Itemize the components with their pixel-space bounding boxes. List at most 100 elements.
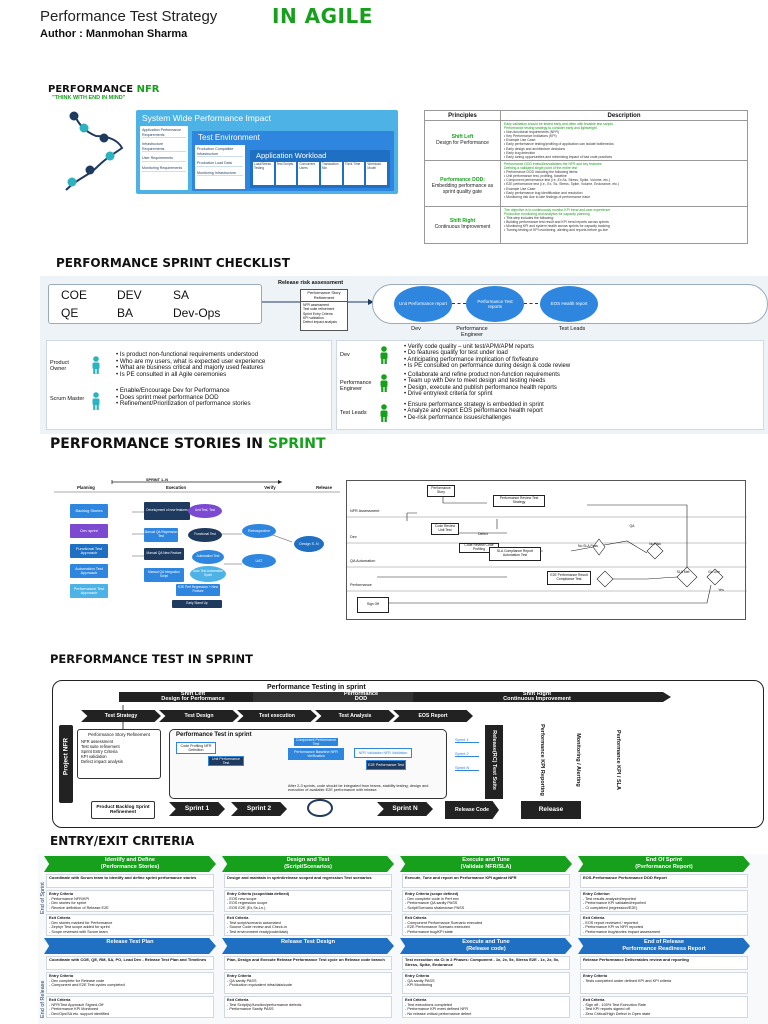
sprint-side-label: Sprint 1	[455, 737, 479, 743]
criteria-column-header: End Of Sprint(Performance Report)	[578, 856, 750, 872]
description-line: • Early performance bug identification a…	[504, 190, 583, 195]
description-line: • Early performance testing/profiling of…	[504, 142, 614, 147]
phase-chevron: Test execution	[237, 710, 317, 722]
principle-name: Performance DOD:	[440, 177, 485, 183]
criteria-column-title: Design and Test	[286, 857, 330, 863]
person-icon	[380, 404, 388, 422]
role-item: • Collaborate and refine product non-fun…	[404, 372, 560, 378]
role-qe: QE	[61, 306, 79, 320]
phase-chevron-label: Test Analysis	[338, 713, 372, 719]
flow-node: Code Review Unit Test	[431, 523, 459, 535]
story-refinement-panel: Performance Story Refinement NFR assessm…	[77, 729, 161, 779]
description-line: • Turning testing of KPI monitoring, ale…	[504, 228, 608, 233]
release-note: NFR assessment	[303, 303, 330, 308]
criteria-column-subtitle: (Release code)	[466, 945, 506, 952]
system-impact-label: System Wide Performance Impact	[142, 113, 271, 123]
exit-criteria-line: - Performance KPI meet defined NFR	[405, 1007, 469, 1012]
report-bubble-label: Unit Performance report	[398, 301, 448, 307]
flow-lane-label: NFR Assessment	[350, 509, 380, 513]
sprint-range-head	[278, 480, 282, 484]
criteria-column-subtitle: (Script/Scenarios)	[284, 863, 332, 870]
flow-node-label: SLA Compliance Report Automation Test	[496, 549, 534, 557]
nfr-timeline-graphic	[65, 111, 124, 191]
role-items: • Verify code quality – unit test/APM/AP…	[404, 344, 762, 370]
phase-chevron: Test Strategy	[81, 710, 161, 722]
exit-criteria-box: Exit Criteria- EOS report reviewed / rep…	[580, 914, 748, 936]
stories-heading: PERFORMANCE STORIES IN SPRINT	[50, 436, 326, 452]
sprint-side-label: Sprint 2	[455, 751, 479, 757]
exit-criteria-line: - Test Script(s)/function/performance de…	[227, 1002, 302, 1007]
vertical-report-bar: Performance KPI Reporting	[533, 724, 549, 799]
vertical-report-label: Monitoring / Alerting	[575, 733, 581, 787]
execution-node: Manual QA New Feature	[144, 548, 184, 560]
lane-column-header: Release	[316, 485, 332, 490]
exit-criteria-line: - Test script/scenario automated	[227, 920, 281, 925]
title-accent: IN AGILE	[272, 4, 373, 28]
release-node-label: Design S..N	[299, 542, 319, 546]
role-name: Test Leads	[340, 410, 367, 416]
exit-criteria-line: - Source Code review and Check-in	[227, 925, 287, 930]
sprint-side-label: Sprint N	[455, 765, 479, 771]
role-item: • Verify code quality – unit test/APM/AP…	[404, 344, 534, 350]
exit-criteria-line: - E2E Performance Scenario executed	[405, 925, 470, 930]
bubble-arrow	[524, 303, 538, 304]
sprint-test-node-label: Component Performance Test	[295, 738, 337, 746]
exit-criteria-line: - Performance KPI vs NFR reported	[583, 925, 644, 930]
exit-criteria-line: Exit Criteria	[583, 998, 605, 1002]
flow-lane-label: Dev	[350, 535, 357, 539]
entry-criteria-line: - Receive definition of Release E2E	[49, 905, 109, 910]
execution-node-label: Manual QA Integration Script	[148, 570, 180, 578]
description-line: Performance DOD embodies/validates the N…	[504, 162, 602, 166]
flow-node: Yes	[711, 588, 731, 593]
flow-node-label: Yes	[718, 588, 724, 592]
description-line: • Example Use Case:	[504, 186, 537, 191]
flow-node-label: QA	[629, 524, 635, 528]
execution-node: Manual QA Integration Script	[144, 568, 184, 582]
environment-item: Monitoring Infrastructure	[197, 171, 243, 177]
report-role-label: Performance Engineer	[456, 326, 488, 338]
exit-criteria-line: - Dev/Ops/SA etc. support identified	[49, 1011, 110, 1016]
entry-criteria-line: Entry Criteria (scope/data defined)	[227, 892, 290, 896]
execution-node-label: Early Stand Up	[186, 601, 208, 606]
role-item: • Drive entry/exit criteria for sprint	[404, 391, 493, 398]
criteria-summary: Execute, Tune and report on Performance …	[402, 874, 570, 888]
execution-node: Functional Test	[188, 528, 222, 542]
exit-criteria-line: Exit Criteria	[227, 916, 249, 920]
role-item: • De-risk performance issues/challenges	[404, 414, 512, 421]
entry-criteria-box: Entry Criterion- Test results analyzed/r…	[580, 890, 748, 912]
vertical-report-bar: Release(RC) Test Suite	[485, 725, 503, 799]
sprint-chevron-label: Sprint 2	[246, 805, 272, 812]
principles-header-row: Principles Description	[425, 111, 747, 121]
execution-node: Early Stand Up	[172, 600, 222, 608]
criteria-column-header: Design and Test(Script/Scenarios)	[222, 856, 394, 872]
phase-chevron-label: Test Design	[184, 713, 214, 719]
execution-node: Manual QA Regression Test	[144, 528, 178, 542]
criteria-column-title: Release Test Plan	[106, 939, 154, 945]
phase-chevron-label: Test Strategy	[104, 713, 138, 719]
story-refinement-item: NFR assessment	[81, 739, 114, 744]
exit-criteria-line: - No release critical performance defect	[405, 1011, 472, 1016]
planning-node-label: Backlog Stories	[75, 507, 103, 513]
entry-criteria-line: - Dev stories for sprint	[49, 901, 87, 906]
story-refinement-item: KPI validation	[81, 754, 107, 759]
entry-criteria-line: - Test results analyzed/reported	[583, 896, 636, 901]
principle-name: Shift Right	[449, 218, 476, 224]
criteria-column-header: Release Test Plan	[44, 938, 216, 954]
description-line: • Key Performance Indicators (KPI)	[504, 134, 557, 139]
entry-criteria-line: Entry Criterion	[583, 892, 610, 896]
sprint-cycle-icon	[307, 799, 333, 817]
vertical-report-label: Performance KPI / SLA	[615, 730, 621, 790]
execution-node: Automation Test	[192, 550, 224, 564]
description-col-header: Description	[607, 113, 641, 119]
exit-criteria-line: - Performance bug/stories impact assessm…	[583, 929, 661, 934]
roles-box: COE DEV SA QE BA Dev-Ops	[48, 284, 262, 324]
entry-criteria-line: Entry Criteria	[49, 892, 74, 896]
criteria-summary: Coordinate with Scrum team to identify a…	[46, 874, 214, 888]
criteria-column-header: Execute and Tune(Release code)	[400, 938, 572, 954]
